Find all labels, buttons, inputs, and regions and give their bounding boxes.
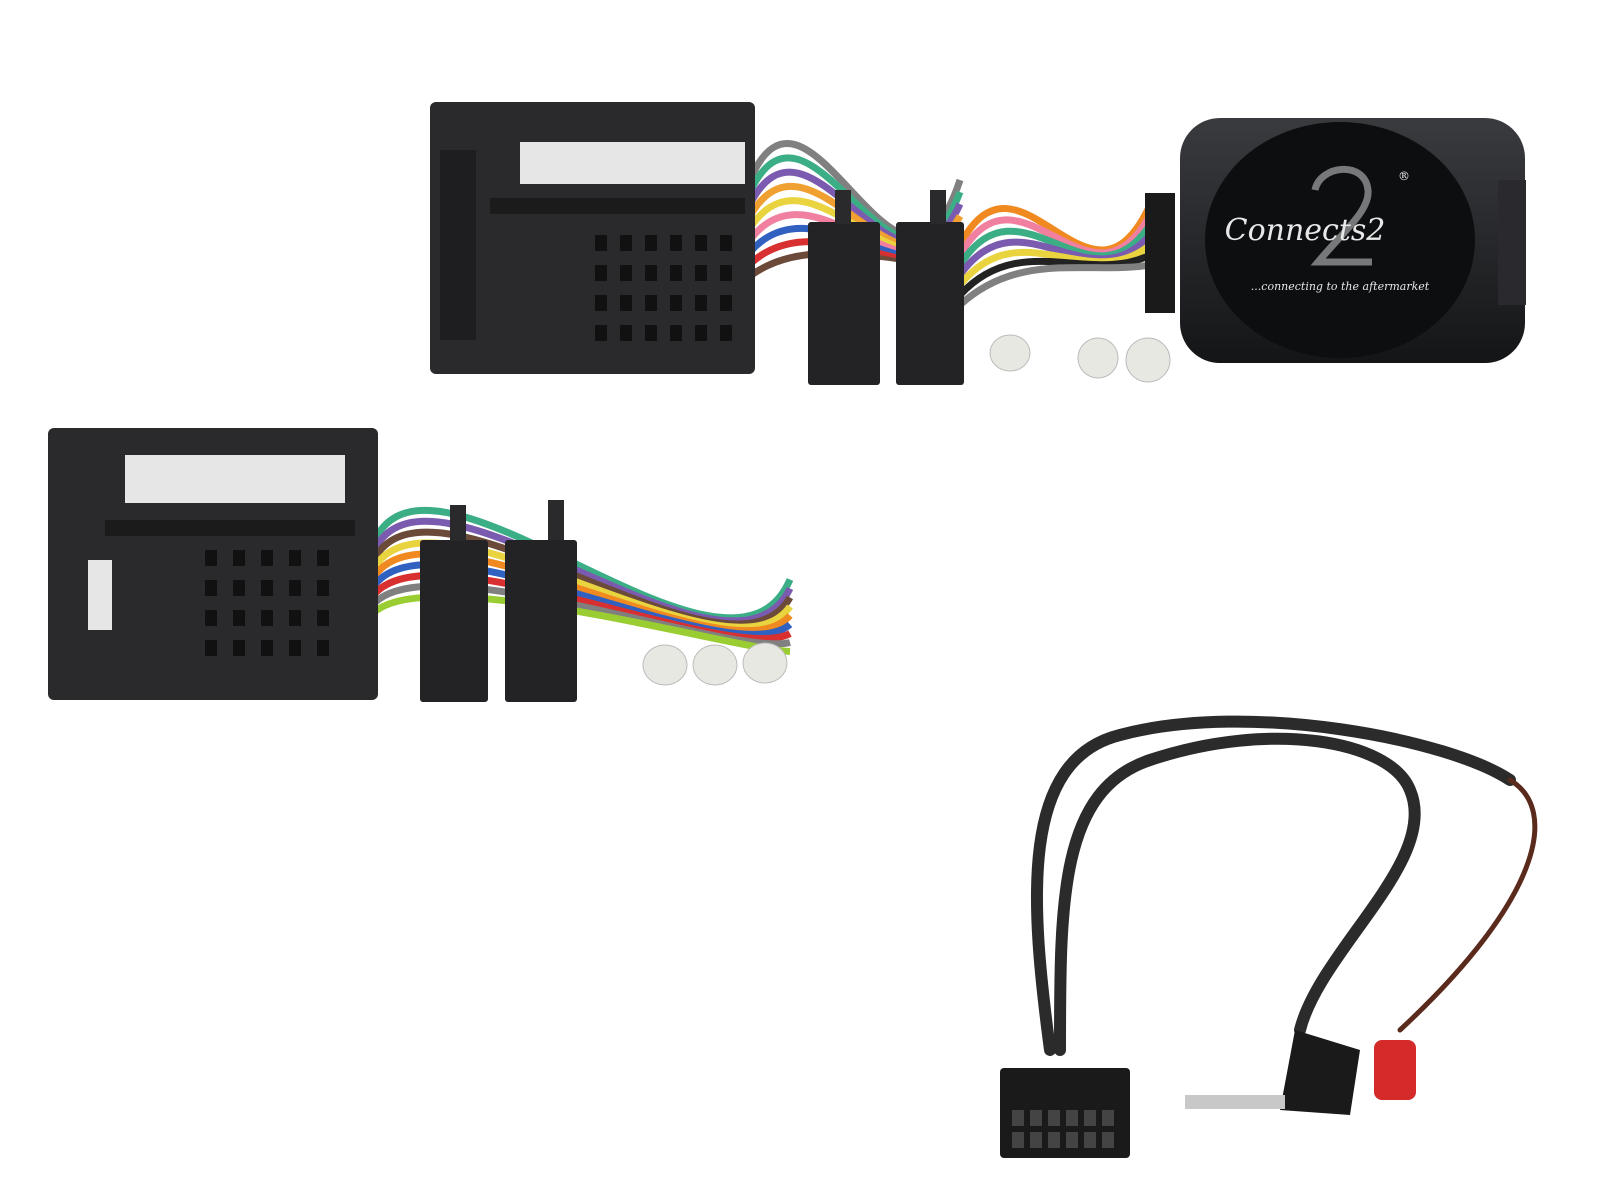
wire: [371, 517, 794, 625]
pin: [595, 325, 607, 341]
registered-mark: ®: [1398, 169, 1410, 183]
wire-bundle-bottom: [371, 506, 794, 655]
tagline: ...connecting to the aftermarket: [1251, 280, 1430, 293]
pin: [695, 265, 707, 281]
pin: [645, 295, 657, 311]
logo-mark-two: [1310, 165, 1372, 266]
pin: [645, 235, 657, 251]
pin: [720, 295, 732, 311]
pin: [720, 265, 732, 281]
wire: [372, 561, 793, 638]
pin: [233, 550, 245, 566]
pin: [289, 550, 301, 566]
pin: [1066, 1132, 1078, 1148]
pin: [620, 235, 632, 251]
pin: [205, 610, 217, 626]
pin: [1084, 1132, 1096, 1148]
pin: [261, 610, 273, 626]
pin: [1048, 1132, 1060, 1148]
wire: [957, 251, 1152, 298]
wire: [372, 539, 793, 631]
pin: [695, 325, 707, 341]
steering-control-lead: [1000, 715, 1538, 1158]
jack-body: [1280, 1030, 1360, 1115]
pin: [317, 610, 329, 626]
quadlock-connector-top: [430, 102, 755, 374]
wire: [957, 223, 1153, 267]
pin: [670, 265, 682, 281]
wire: [957, 232, 1153, 278]
red-terminal: [1374, 1040, 1416, 1100]
pin: [1066, 1110, 1078, 1126]
pin: [1012, 1132, 1024, 1148]
pin: [1084, 1110, 1096, 1126]
wire: [956, 203, 1154, 254]
antenna-plugs-top: [989, 334, 1171, 383]
pin: [317, 550, 329, 566]
pin: [670, 325, 682, 341]
wire: [371, 506, 794, 622]
interface-module: Connects2 ® ...connecting to the afterma…: [1145, 118, 1526, 363]
pin: [670, 295, 682, 311]
pin: [289, 640, 301, 656]
wire: [371, 528, 794, 628]
wire: [372, 550, 793, 635]
pin: [695, 235, 707, 251]
pin: [261, 640, 273, 656]
antenna-plugs-bottom: [642, 642, 788, 686]
pin: [233, 640, 245, 656]
pin: [620, 295, 632, 311]
pin: [595, 235, 607, 251]
pin: [205, 580, 217, 596]
pin: [289, 610, 301, 626]
wire: [957, 242, 1153, 288]
pin: [317, 580, 329, 596]
pin: [670, 235, 682, 251]
pin: [261, 580, 273, 596]
iso-connector-bottom-right: [505, 500, 577, 702]
pin: [261, 550, 273, 566]
iso-connector-top-left: [808, 190, 880, 385]
quadlock-connector-bottom: [48, 428, 378, 700]
pin: [233, 580, 245, 596]
pin: [205, 550, 217, 566]
pin: [1012, 1110, 1024, 1126]
pin: [720, 235, 732, 251]
wire: [957, 261, 1151, 308]
audio-jack-plug: [1185, 1095, 1285, 1109]
pin: [720, 325, 732, 341]
pin: [620, 265, 632, 281]
pin: [205, 640, 217, 656]
pin: [695, 295, 707, 311]
pin: [1030, 1132, 1042, 1148]
brand-logo: Connects2: [1225, 213, 1386, 248]
pin: [233, 610, 245, 626]
pin: [620, 325, 632, 341]
pin: [1048, 1110, 1060, 1126]
wire: [956, 213, 1154, 257]
pin: [1102, 1110, 1114, 1126]
pin: [645, 325, 657, 341]
pin: [317, 640, 329, 656]
iso-connector-bottom-left: [420, 505, 488, 702]
wire: [372, 582, 791, 648]
pin: [595, 295, 607, 311]
pin: [595, 265, 607, 281]
iso-connector-top-right: [896, 190, 964, 385]
wire: [372, 571, 792, 642]
wire-bundle-module: [956, 203, 1154, 308]
pin: [1102, 1132, 1114, 1148]
pin: [645, 265, 657, 281]
pin: [289, 580, 301, 596]
pin: [1030, 1110, 1042, 1126]
